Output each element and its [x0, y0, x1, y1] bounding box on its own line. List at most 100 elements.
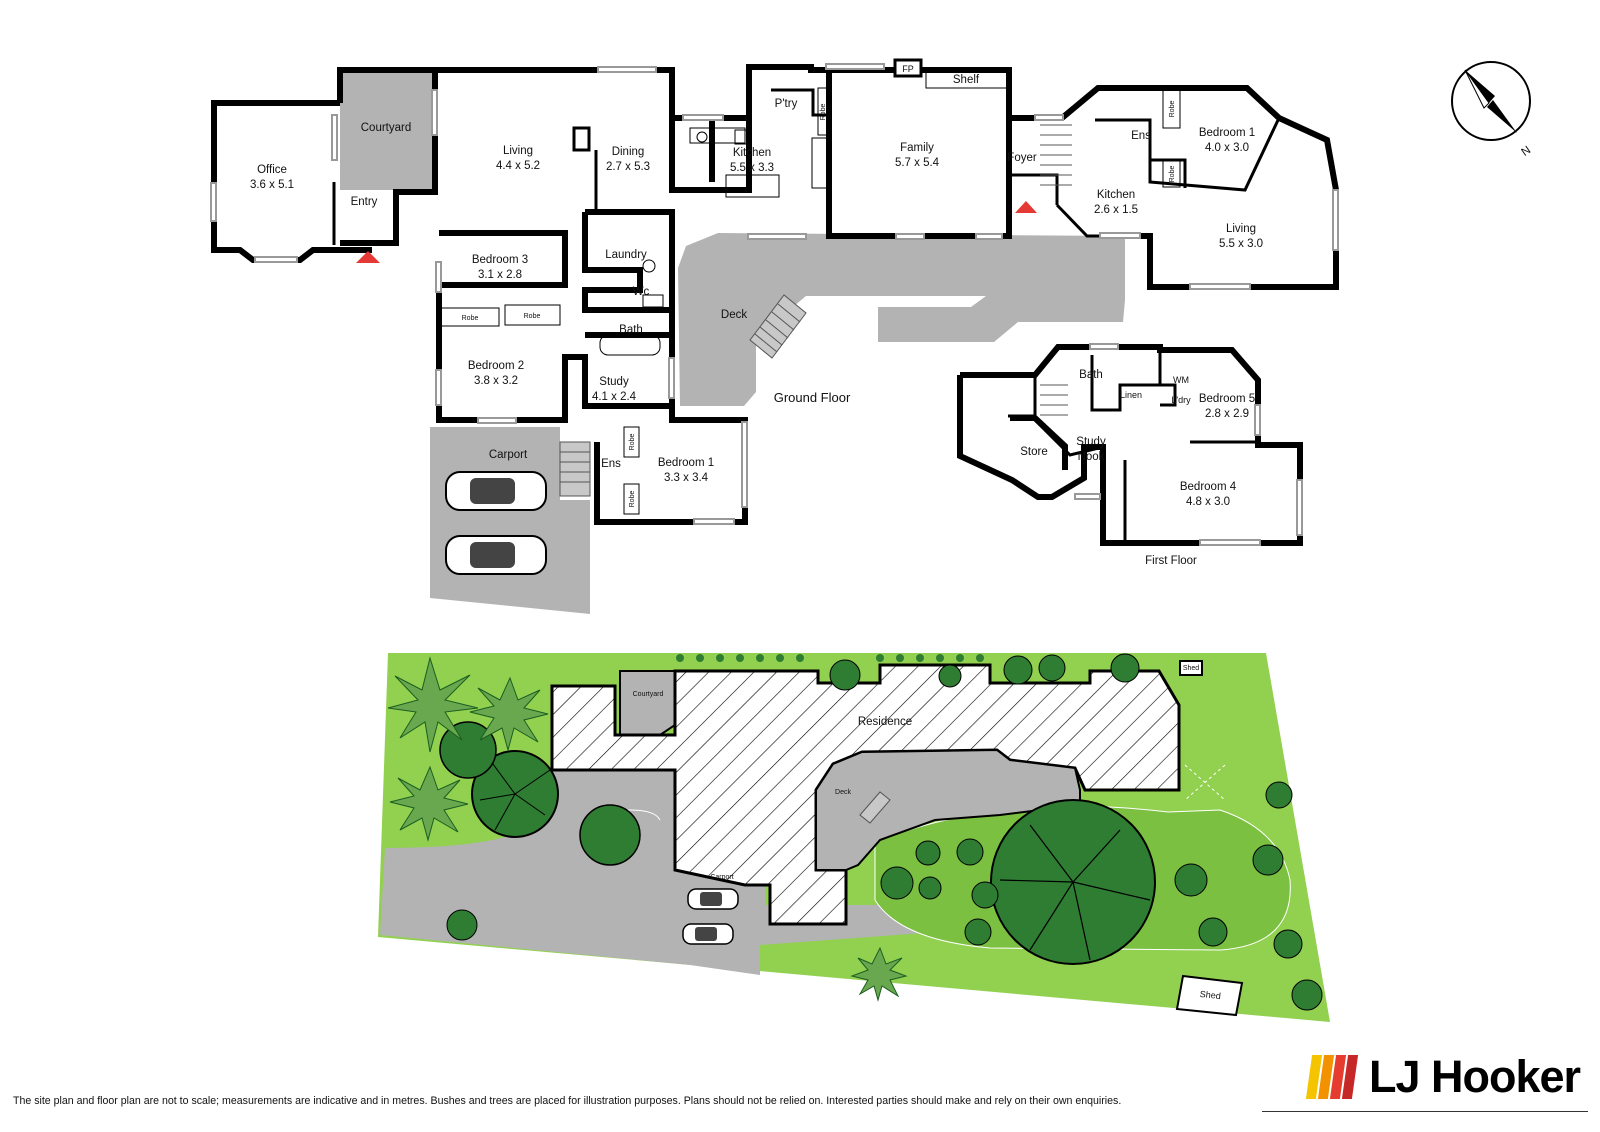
svg-text:Robe: Robe: [629, 434, 636, 451]
room-name: Bedroom 5: [1199, 393, 1255, 405]
site-plan: Courtyard Residence Deck Carport Shed Sh…: [378, 653, 1330, 1022]
room-name: Ens: [1131, 130, 1151, 142]
room-name: Family: [900, 142, 934, 154]
window: [1089, 343, 1119, 350]
shed-small: [1179, 660, 1203, 676]
kitchen-family-wall: [672, 64, 1028, 121]
window: [1332, 189, 1339, 251]
site-cars: [682, 888, 739, 945]
window: [682, 114, 724, 121]
first-room-labels: Bath Linen WM L'dry Bedroom 5 2.8 x 2.9 …: [1020, 369, 1255, 567]
room-name: Laundry: [605, 249, 647, 261]
east-wing-wall: [1028, 85, 1339, 290]
ens-wall: [1150, 158, 1187, 188]
room-size: 5.5 x 3.3: [730, 162, 774, 174]
room-size: 4.4 x 5.2: [496, 160, 540, 172]
room-name: Linen: [1120, 390, 1142, 400]
car-icon: [445, 471, 547, 511]
svg-text:Robe: Robe: [629, 491, 636, 508]
window: [1034, 114, 1064, 121]
site-courtyard: [619, 670, 676, 736]
room-name: Dining: [612, 146, 645, 158]
sink: [696, 131, 708, 143]
room-name: Wc: [633, 286, 650, 298]
cooktop: [734, 129, 750, 145]
room-name: Study: [599, 376, 629, 388]
ground-room-labels: Office 3.6 x 5.1 Courtyard Entry Living …: [250, 64, 1263, 484]
palm-icons: [387, 656, 908, 1002]
window: [825, 63, 885, 70]
svg-text:Shed: Shed: [1199, 989, 1221, 1001]
room-size: 3.3 x 3.4: [664, 472, 709, 484]
deck-steps: [749, 294, 807, 359]
window: [477, 417, 517, 424]
compass-icon: N: [1451, 61, 1533, 159]
car-icon: [445, 535, 547, 575]
room-name: FP: [902, 64, 914, 74]
path-lines: [1184, 764, 1226, 801]
robe-labels: Robe Robe Robe Robe Robe Robe Robe: [462, 101, 1176, 508]
foyer-stairs: [1040, 124, 1072, 186]
shed-large: [1175, 974, 1244, 1017]
room-size: 4.1 x 2.4: [592, 391, 637, 403]
robe-bed2-a: [438, 307, 500, 327]
laundry-wall: [1160, 383, 1177, 407]
robe-pantry: [817, 87, 832, 136]
laundry-tub: [642, 259, 656, 273]
window: [435, 369, 442, 406]
svg-text:Carport: Carport: [710, 874, 733, 881]
room-size: 5.7 x 5.4: [895, 157, 940, 169]
site-deck-steps: [859, 791, 891, 824]
room-size: 3.1 x 2.8: [478, 269, 522, 281]
residence-footprint: [550, 663, 1181, 926]
compass-label: N: [1519, 144, 1533, 159]
room-name: Kitchen: [733, 147, 771, 159]
hedge-dots: [676, 654, 984, 662]
window: [741, 421, 748, 508]
room-name: Ens: [601, 458, 621, 470]
first-floor-outer-wall: [957, 344, 1303, 546]
window: [1254, 404, 1261, 436]
courtyard-surface: [340, 68, 435, 190]
floor-label: Ground Floor: [774, 390, 851, 405]
room-name: Bedroom 1: [658, 457, 714, 469]
window: [747, 233, 807, 240]
svg-text:Robe: Robe: [524, 313, 541, 320]
kitchen-side-bench: [811, 137, 830, 189]
room-name: Bedroom 1: [1199, 127, 1255, 139]
kitchen-island: [725, 174, 780, 198]
svg-text:Residence: Residence: [858, 716, 912, 728]
svg-text:Robe: Robe: [820, 104, 827, 121]
service-wall: [585, 209, 675, 406]
foyer-wall: [1009, 173, 1059, 205]
room-size: 3.6 x 5.1: [250, 179, 294, 191]
svg-text:Robe: Robe: [1169, 101, 1176, 118]
vanity: [642, 294, 664, 308]
room-name: Living: [503, 145, 533, 157]
room-name: Bedroom 3: [472, 254, 528, 266]
room-size: 2.7 x 5.3: [606, 161, 650, 173]
svg-text:Deck: Deck: [835, 789, 851, 796]
room-name: Bath: [1079, 369, 1103, 381]
window: [1199, 539, 1261, 546]
shelf: [925, 69, 1010, 89]
first-floor-stairs: [1040, 384, 1068, 416]
window: [597, 66, 657, 73]
svg-text:Courtyard: Courtyard: [633, 691, 664, 698]
bedroom1-east-wall: [1095, 117, 1281, 192]
office-wall: [211, 100, 372, 263]
room-name: Courtyard: [361, 122, 412, 134]
svg-text:Shed: Shed: [1183, 665, 1199, 672]
site-labels: Courtyard Residence Deck Carport Shed Sh…: [633, 665, 1222, 1001]
robe-ens-b: [623, 483, 640, 515]
window: [668, 357, 675, 399]
tree-icons: [439, 653, 1323, 1011]
room-name: Foyer: [1007, 152, 1037, 164]
kitchen-bench: [689, 127, 746, 144]
room-size: 5.5 x 3.0: [1219, 238, 1263, 250]
room-name: Carport: [489, 449, 528, 461]
store-outer-wall: [1010, 415, 1068, 470]
window: [210, 182, 217, 222]
room-name: Bedroom 2: [468, 360, 524, 372]
room-size: 4.8 x 3.0: [1186, 496, 1230, 508]
